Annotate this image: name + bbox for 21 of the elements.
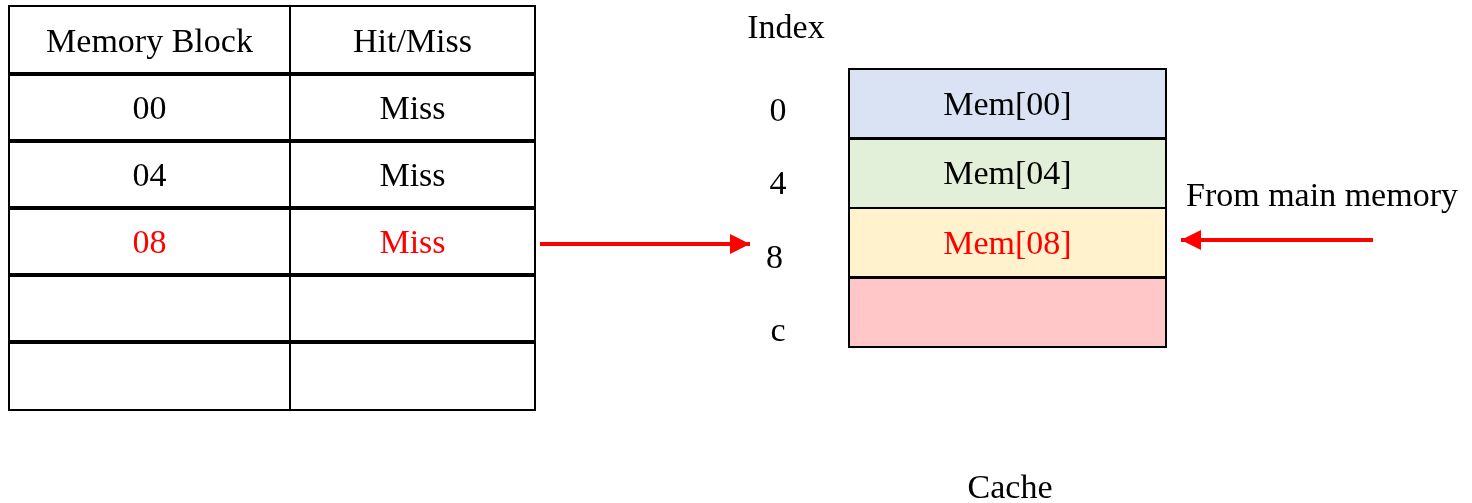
- cache-slot: Mem[00]: [848, 68, 1167, 139]
- caption: Cache: [967, 470, 1053, 503]
- table-cell: Miss: [289, 72, 536, 143]
- table-cell: 08: [8, 206, 291, 277]
- cache-slot: [848, 276, 1167, 348]
- column-heading: Index: [747, 10, 825, 44]
- index-label: c: [770, 313, 786, 347]
- arrow: [540, 234, 750, 254]
- table-cell: Miss: [289, 206, 536, 277]
- note-text: From main memory: [1186, 178, 1458, 212]
- index-label: 4: [769, 166, 787, 200]
- cache-slot: Mem[04]: [848, 137, 1167, 209]
- table-cell: Miss: [289, 139, 536, 210]
- table-cell: Memory Block: [8, 5, 291, 76]
- cache-slot: Mem[08]: [848, 207, 1167, 278]
- table-cell: 00: [8, 72, 291, 143]
- table-cell: Hit/Miss: [289, 5, 536, 76]
- arrow: [1181, 230, 1373, 250]
- index-label: 0: [769, 93, 787, 127]
- table-cell: 04: [8, 139, 291, 210]
- index-label: 8: [766, 240, 783, 274]
